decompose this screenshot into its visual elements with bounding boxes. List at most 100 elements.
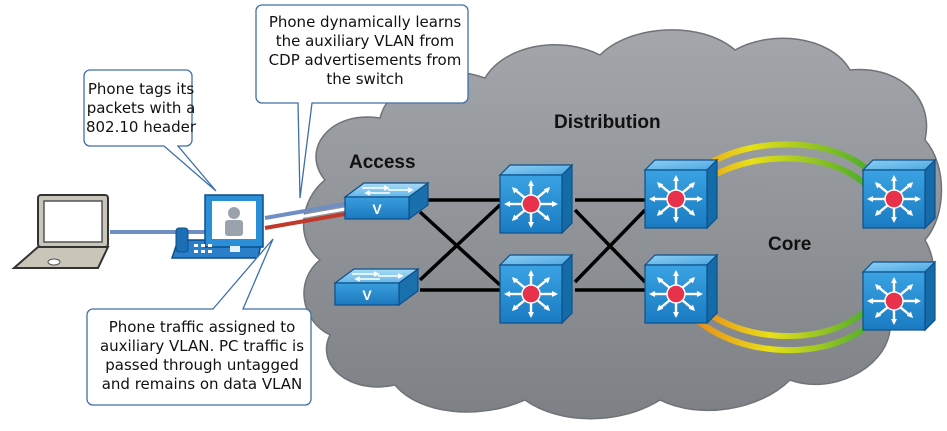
callout-cdp-text: Phone dynamically learns the auxiliary V… [256,13,474,89]
multilayer-switch-icon [643,158,719,230]
switch-side [706,253,718,325]
callout-phone-tags-line: 802.10 header [85,118,197,136]
phone-handset [175,227,189,253]
callout-cdp [255,4,469,199]
switch-arrowhead [551,291,558,297]
callout-traffic-line: and remains on data VLAN [101,375,303,393]
switch-core-dot [884,291,904,311]
switch-arrowhead [696,291,703,297]
switch-arrowhead [867,298,874,304]
network-links [418,198,647,292]
switch-arrowhead [867,196,874,202]
switch-arrowhead [656,209,664,216]
callout-cdp-line: CDP advertisements from [268,51,462,69]
multilayer-switch-icon [498,163,574,235]
switch-arrowhead [906,209,914,216]
switch-arrowhead [874,182,882,189]
switch-top [498,254,574,266]
switch-arrowhead [543,214,551,221]
switch-core-dot [666,284,686,304]
callout-traffic-line: Phone traffic assigned to [108,318,296,336]
phone-keypad [194,244,240,253]
distribution-label: Distribution [554,112,661,133]
switch-side [924,158,936,230]
callout-cdp-line: the switch [326,70,404,88]
laptop-base [11,246,110,269]
switch-arrowhead [688,182,696,189]
link-access2-dist1 [418,203,502,282]
callout-phone-tags-bubble [83,69,217,192]
access-switch-2-front [334,282,400,306]
switch-arrowhead [673,175,679,182]
switch-arrowhead [656,277,664,284]
access-switch-1-mark: V [372,201,382,217]
switch-arrowhead [656,304,664,311]
phone-switch-link-white [264,207,346,225]
callout-phone-tags [83,69,217,192]
switch-arrowhead [688,209,696,216]
switch-arrowhead [511,277,519,284]
switch-arrowhead [906,311,914,318]
switch-core-dot [521,194,541,214]
switch-arrowhead [673,270,679,277]
access-switch-icon: V [343,181,430,221]
laptop-screen [43,200,103,243]
phone-switch-link-blue [264,202,346,220]
laptop-icon [11,194,110,269]
switch-arrowhead [656,182,664,189]
callout-cdp-bubble [255,4,469,199]
switch-arrowhead [696,196,703,202]
switch-arrowhead [874,311,882,318]
callout-traffic [86,238,312,406]
switch-core-dot [521,284,541,304]
switch-arrowhead [649,196,656,202]
switch-arrowhead [528,311,534,318]
switch-arrowhead [504,201,511,207]
multilayer-switch-icon [643,253,719,325]
switch-top [861,159,937,171]
switch-arrowhead [874,209,882,216]
switch-core-dot [666,189,686,209]
access-switch-2-mark: V [362,287,372,303]
switch-arrowhead [543,277,551,284]
switch-arrowhead [673,311,679,318]
multilayer-switch-icon [498,253,574,325]
switch-arrowhead [906,182,914,189]
switch-core-dot [884,189,904,209]
switch-arrowhead [891,175,897,182]
callout-cdp-line: Phone dynamically learns [268,13,462,31]
link-dist2-dist3 [573,208,647,284]
callout-traffic-line: passed through untagged [105,356,299,374]
phone-switch-link [264,202,346,230]
laptop-touchpad [47,258,61,266]
switch-side [561,163,573,235]
callout-traffic-bubble [86,238,312,406]
switch-arrowhead [891,277,897,284]
switch-top [643,159,719,171]
switch-arrowhead [673,216,679,223]
link-access1-dist2 [418,210,502,287]
ip-phone-icon [170,194,264,259]
callout-phone-tags-text: Phone tags its packets with a 802.10 hea… [84,80,198,137]
access-switch-icon: V [333,267,420,307]
phone-person-body [225,220,243,236]
switch-arrowhead [914,196,921,202]
access-label: Access [349,152,416,173]
switch-arrowhead [511,187,519,194]
switch-arrowhead [511,214,519,221]
switch-top [498,164,574,176]
access-switch-2-arrows [352,271,404,282]
multilayer-switch-icon [861,158,937,230]
switch-arrowhead [528,180,534,187]
access-switch-1-front [344,196,410,220]
switch-arrowhead [688,304,696,311]
switch-arrowhead [891,318,897,325]
switch-arrowhead [874,284,882,291]
switch-top [643,254,719,266]
switch-arrowhead [649,291,656,297]
switch-arrowhead [528,221,534,228]
switch-arrowhead [914,298,921,304]
access-switch-1-arrows [362,185,414,196]
multilayer-switches [498,158,937,332]
